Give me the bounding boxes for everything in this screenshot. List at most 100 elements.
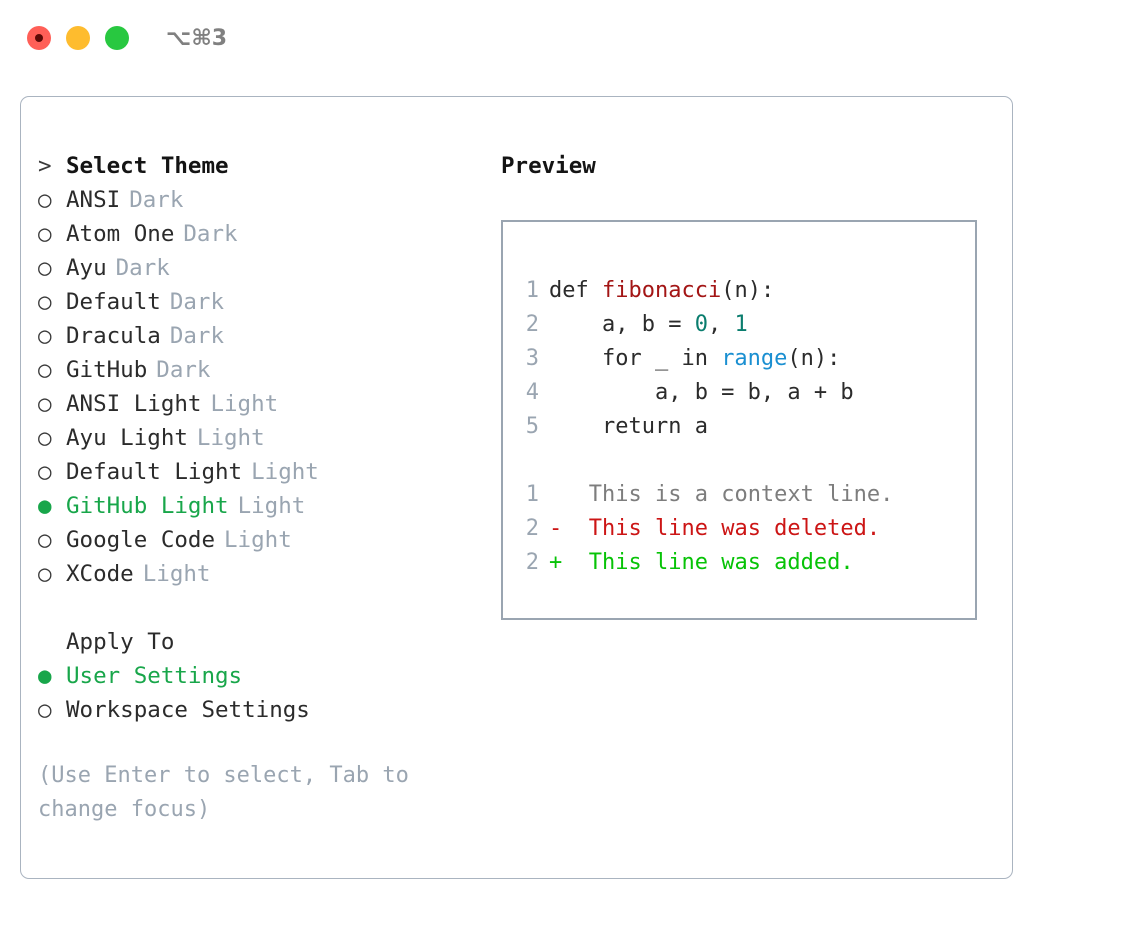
diff-line-deleted: 2 - This line was deleted. (503, 512, 975, 546)
recording-dot-icon (35, 34, 43, 42)
list-item[interactable]: ○ Google Code Light (38, 523, 468, 557)
list-item[interactable]: ○ Default Light Light (38, 455, 468, 489)
list-item[interactable]: ○ XCode Light (38, 557, 468, 591)
line-number: 2 (525, 516, 539, 541)
line-number: 1 (525, 482, 539, 507)
line-number: 2 (525, 550, 539, 575)
theme-variant: Light (196, 425, 265, 451)
code-token-number: 0 (694, 312, 708, 337)
code-token: for _ in (549, 346, 722, 371)
theme-name: XCode (66, 561, 134, 587)
section-spacer (38, 591, 468, 625)
close-window-button[interactable] (27, 26, 51, 50)
theme-variant: Light (237, 493, 306, 519)
code-line: 1 def fibonacci(n): (503, 274, 975, 308)
code-token-keyword: range (721, 346, 788, 371)
radio-selected-icon: ● (38, 493, 52, 519)
radio-unselected-icon: ○ (38, 357, 52, 383)
line-number: 3 (525, 346, 539, 371)
code-content: a, b = 0, 1 (549, 308, 748, 342)
content-panel: > Select Theme ○ ANSI Dark ○ Atom One Da… (20, 96, 1013, 879)
line-number: 5 (525, 414, 539, 439)
theme-variant: Dark (129, 187, 184, 213)
list-item[interactable]: ○ ANSI Light Light (38, 387, 468, 421)
apply-to-item-selected[interactable]: ● User Settings (38, 659, 468, 693)
radio-unselected-icon: ○ (38, 527, 52, 553)
line-number: 4 (525, 380, 539, 405)
code-token-number: 1 (734, 312, 748, 337)
apply-to-header: ○ Apply To (38, 625, 468, 659)
radio-unselected-icon: ○ (38, 425, 52, 451)
list-item[interactable]: ○ Default Dark (38, 285, 468, 319)
list-item[interactable]: ○ ANSI Dark (38, 183, 468, 217)
diff-line-context: 1 This is a context line. (503, 478, 975, 512)
theme-variant: Dark (169, 289, 225, 315)
select-theme-header: > Select Theme (38, 149, 468, 183)
apply-to-item[interactable]: ○ Workspace Settings (38, 693, 468, 727)
radio-unselected-icon: ○ (38, 697, 52, 723)
radio-unselected-icon: ○ (38, 289, 52, 315)
diff-line-added: 2 + This line was added. (503, 546, 975, 580)
theme-name: GitHub (66, 357, 148, 383)
theme-name: Ayu (66, 255, 107, 281)
theme-name: Atom One (66, 221, 175, 247)
list-item[interactable]: ○ Atom One Dark (38, 217, 468, 251)
line-number: 1 (525, 278, 539, 303)
theme-name: Dracula (66, 323, 161, 349)
theme-variant: Light (224, 527, 292, 553)
apply-to-label: User Settings (66, 663, 243, 689)
prompt-caret-icon: > (38, 153, 52, 179)
code-line: 5 return a (503, 410, 975, 444)
code-content: def fibonacci(n): (549, 274, 774, 308)
code-token: , (707, 312, 735, 337)
radio-unselected-icon: ○ (38, 459, 52, 485)
diff-text: This line was added. (588, 550, 854, 575)
traffic-lights (27, 26, 129, 50)
theme-name: ANSI (66, 187, 121, 213)
code-line: 4 a, b = b, a + b (503, 376, 975, 410)
code-line: 2 a, b = 0, 1 (503, 308, 975, 342)
theme-variant: Dark (183, 221, 238, 247)
maximize-window-button[interactable] (105, 26, 129, 50)
preview-title: Preview (501, 153, 596, 179)
code-token: (n): (787, 346, 841, 371)
diff-text (562, 478, 589, 512)
diff-sign: - (549, 516, 563, 541)
diff-text (562, 512, 589, 546)
spacer-icon: ○ (38, 625, 66, 659)
diff-text (562, 546, 589, 580)
keyboard-hint-text: (Use Enter to select, Tab to change focu… (38, 763, 409, 822)
theme-name: Ayu Light (66, 425, 188, 451)
code-token-function: fibonacci (601, 278, 722, 303)
title-bar: ⌥⌘3 (0, 0, 1140, 76)
diff-sign: + (549, 550, 563, 575)
theme-name: ANSI Light (66, 391, 202, 417)
apply-to-title: Apply To (66, 629, 175, 655)
minimize-window-button[interactable] (66, 26, 90, 50)
code-token: a, b = (549, 312, 695, 337)
radio-unselected-icon: ○ (38, 561, 52, 587)
code-line: 3 for _ in range(n): (503, 342, 975, 376)
select-theme-title: Select Theme (66, 153, 229, 179)
theme-name: Default Light (66, 459, 243, 485)
theme-variant: Light (251, 459, 319, 485)
list-item[interactable]: ○ GitHub Dark (38, 353, 468, 387)
theme-variant: Dark (169, 323, 225, 349)
code-content: return a (549, 414, 708, 439)
list-item-selected[interactable]: ● GitHub Light Light (38, 489, 468, 523)
diff-sign (549, 478, 562, 512)
apply-to-label: Workspace Settings (66, 697, 310, 723)
preview-box: 1 def fibonacci(n): 2 a, b = 0, 1 3 for … (501, 220, 977, 620)
radio-unselected-icon: ○ (38, 255, 52, 281)
radio-unselected-icon: ○ (38, 187, 52, 213)
radio-unselected-icon: ○ (38, 221, 52, 247)
code-token: (n): (721, 278, 775, 303)
code-content: for _ in range(n): (549, 342, 840, 376)
theme-name: GitHub Light (66, 493, 229, 519)
theme-variant: Light (210, 391, 279, 417)
radio-unselected-icon: ○ (38, 323, 52, 349)
list-item[interactable]: ○ Ayu Dark (38, 251, 468, 285)
diff-text: This is a context line. (588, 482, 894, 507)
list-item[interactable]: ○ Ayu Light Light (38, 421, 468, 455)
list-item[interactable]: ○ Dracula Dark (38, 319, 468, 353)
